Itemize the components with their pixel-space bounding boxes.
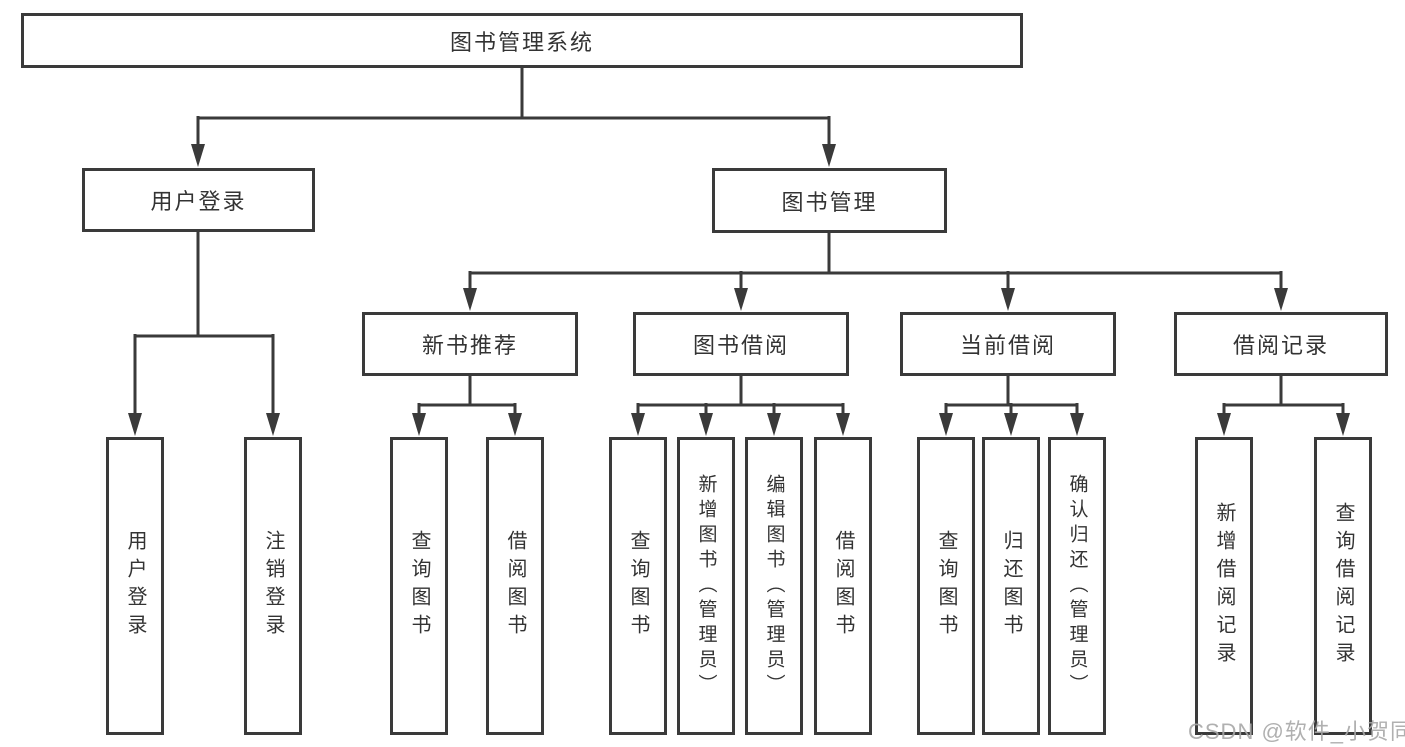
csdn-watermark: CSDN @软件_小贺同学 <box>1188 719 1405 744</box>
leaf-br-add-record: 新增借阅记录 <box>1195 437 1253 735</box>
leaf-cb-confirm-return: 确认归还（管理员） <box>1048 437 1106 735</box>
node-borrow-records: 借阅记录 <box>1174 312 1388 376</box>
arrowhead-nb-query <box>412 413 426 436</box>
leaf-bb-add-book-label: 新增图书（管理员） <box>695 473 717 699</box>
connector-borrow-records-branch <box>1222 376 1345 415</box>
connector-book-borrow-branch <box>636 376 845 415</box>
leaf-cb-return-book: 归还图书 <box>982 437 1040 735</box>
arrowhead-leaf-logout <box>266 413 280 436</box>
arrowhead-br-query <box>1336 413 1350 436</box>
leaf-nb-borrow-book: 借阅图书 <box>486 437 544 735</box>
arrowhead-bb-edit <box>767 413 781 436</box>
leaf-br-query-record-label: 查询借阅记录 <box>1332 502 1354 670</box>
arrowhead-borrow-records <box>1274 288 1288 311</box>
leaf-bb-add-book: 新增图书（管理员） <box>677 437 735 735</box>
leaf-nb-query-book-label: 查询图书 <box>408 530 430 642</box>
leaf-cb-query-book: 查询图书 <box>917 437 975 735</box>
connector-new-book-branch <box>417 376 517 415</box>
leaf-nb-query-book: 查询图书 <box>390 437 448 735</box>
arrowhead-cb-confirm <box>1070 413 1084 436</box>
leaf-cb-confirm-return-label: 确认归还（管理员） <box>1066 473 1088 699</box>
arrowhead-current-borrow <box>1001 288 1015 311</box>
node-book-borrow: 图书借阅 <box>633 312 849 376</box>
arrowhead-bb-query <box>631 413 645 436</box>
node-new-book-recommend: 新书推荐 <box>362 312 578 376</box>
arrowhead-leaf-user-login <box>128 413 142 436</box>
connector-book-mgmt-branch <box>468 233 1283 290</box>
connector-user-login-branch <box>133 232 275 415</box>
leaf-user-login-label: 用户登录 <box>124 530 146 642</box>
leaf-cb-query-book-label: 查询图书 <box>935 530 957 642</box>
arrowhead-book-mgmt <box>822 144 836 167</box>
connector-root-branch <box>196 68 831 146</box>
arrowhead-cb-query <box>939 413 953 436</box>
leaf-br-query-record: 查询借阅记录 <box>1314 437 1372 735</box>
connector-current-borrow-branch <box>944 376 1079 415</box>
leaf-bb-edit-book-label: 编辑图书（管理员） <box>763 473 785 699</box>
leaf-nb-borrow-book-label: 借阅图书 <box>504 530 526 642</box>
arrowhead-br-add <box>1217 413 1231 436</box>
arrowhead-nb-borrow <box>508 413 522 436</box>
leaf-bb-edit-book: 编辑图书（管理员） <box>745 437 803 735</box>
node-book-management: 图书管理 <box>712 168 947 233</box>
arrowhead-user-login <box>191 144 205 167</box>
arrowhead-book-borrow <box>734 288 748 311</box>
leaf-bb-query-book: 查询图书 <box>609 437 667 735</box>
arrowhead-bb-borrow <box>836 413 850 436</box>
leaf-bb-query-book-label: 查询图书 <box>627 530 649 642</box>
leaf-logout: 注销登录 <box>244 437 302 735</box>
node-current-borrow: 当前借阅 <box>900 312 1116 376</box>
leaf-br-add-record-label: 新增借阅记录 <box>1213 502 1235 670</box>
leaf-logout-label: 注销登录 <box>262 530 284 642</box>
node-user-login: 用户登录 <box>82 168 315 232</box>
node-root-library-system: 图书管理系统 <box>21 13 1023 68</box>
arrowhead-bb-add <box>699 413 713 436</box>
leaf-bb-borrow-book-label: 借阅图书 <box>832 530 854 642</box>
leaf-bb-borrow-book: 借阅图书 <box>814 437 872 735</box>
leaf-user-login: 用户登录 <box>106 437 164 735</box>
leaf-cb-return-book-label: 归还图书 <box>1000 530 1022 642</box>
arrowhead-cb-return <box>1004 413 1018 436</box>
arrowhead-new-book-rec <box>463 288 477 311</box>
